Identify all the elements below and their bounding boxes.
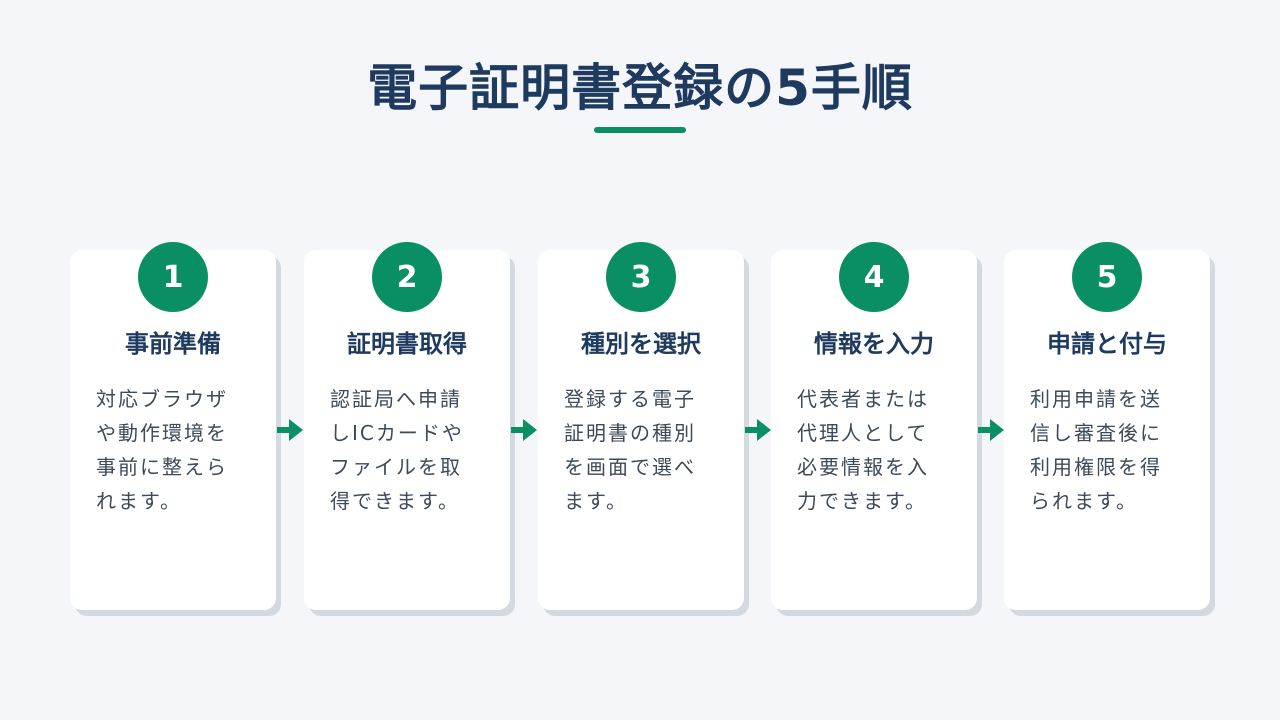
step-card-4: 4 情報を入力 代表者または代理人として必要情報を入力できます。 [771, 242, 977, 610]
step-number-badge: 1 [138, 242, 208, 312]
step-number-badge: 4 [839, 242, 909, 312]
arrow-right-icon [745, 419, 771, 441]
page-title: 電子証明書登録の5手順 [367, 59, 913, 117]
step-title: 証明書取得 [347, 330, 467, 358]
arrow-right-icon [978, 419, 1004, 441]
step-card-2: 2 証明書取得 認証局へ申請しICカードやファイルを取得できます。 [304, 242, 510, 610]
arrow-right-icon [511, 419, 537, 441]
step-number-badge: 5 [1072, 242, 1142, 312]
step-description: 認証局へ申請しICカードやファイルを取得できます。 [330, 387, 464, 513]
step-description: 対応ブラウザや動作環境を事前に整えられます。 [96, 387, 228, 513]
step-card-3: 3 種別を選択 登録する電子証明書の種別を画面で選べます。 [538, 242, 744, 610]
step-title: 情報を入力 [814, 330, 934, 358]
step-number-badge: 3 [606, 242, 676, 312]
step-description: 登録する電子証明書の種別を画面で選べます。 [564, 387, 696, 513]
step-description: 代表者または代理人として必要情報を入力できます。 [797, 387, 929, 513]
step-number-badge: 2 [372, 242, 442, 312]
step-title: 事前準備 [125, 330, 221, 358]
title-underline [594, 127, 686, 133]
step-card-1: 1 事前準備 対応ブラウザや動作環境を事前に整えられます。 [70, 242, 276, 610]
step-description: 利用申請を送信し審査後に利用権限を得られます。 [1030, 387, 1162, 513]
step-title: 申請と付与 [1047, 330, 1167, 358]
step-card-5: 5 申請と付与 利用申請を送信し審査後に利用権限を得られます。 [1004, 242, 1210, 610]
step-title: 種別を選択 [581, 330, 701, 358]
arrow-right-icon [277, 419, 303, 441]
